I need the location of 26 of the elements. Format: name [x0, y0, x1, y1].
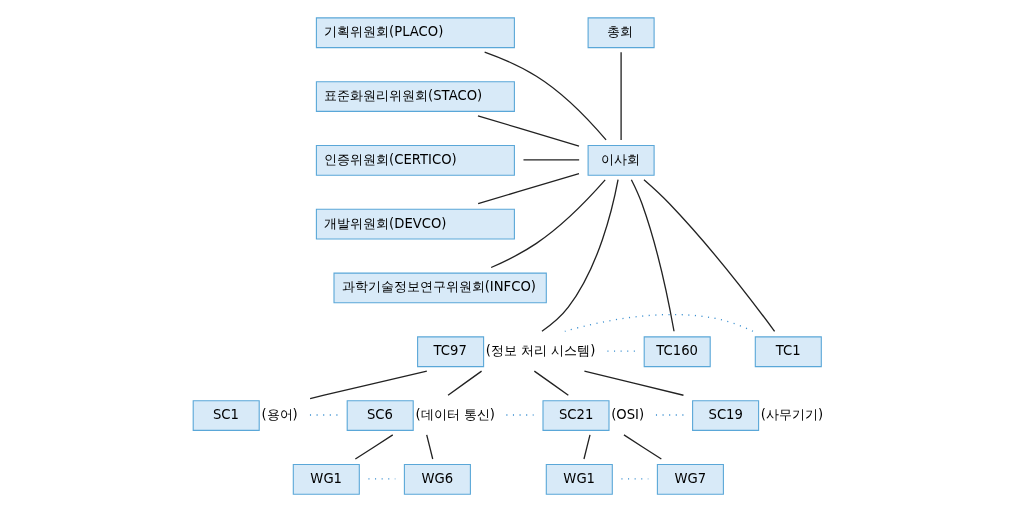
node-label: (사무기기) [760, 406, 823, 422]
connector [540, 179, 619, 332]
connector [505, 414, 534, 416]
connector [533, 370, 569, 396]
connector [642, 179, 775, 332]
connector [477, 172, 580, 205]
connector [582, 434, 591, 460]
connector [483, 51, 607, 141]
connector [425, 434, 433, 460]
node-label: (OSI) [610, 406, 644, 422]
connector [563, 313, 754, 332]
connector [583, 370, 684, 396]
node-label: (정보 처리 시스템) [485, 343, 595, 359]
connector [619, 51, 622, 141]
connector [446, 370, 482, 396]
connector [622, 434, 662, 460]
connector [476, 115, 580, 147]
connector [654, 414, 684, 416]
node-label: (데이터 통신) [414, 406, 495, 422]
node-label: (용어) [260, 406, 298, 422]
connector [308, 414, 338, 416]
connector [522, 159, 580, 161]
connector [308, 370, 427, 400]
connector [630, 179, 675, 332]
connector [489, 179, 606, 269]
connector [354, 434, 393, 460]
